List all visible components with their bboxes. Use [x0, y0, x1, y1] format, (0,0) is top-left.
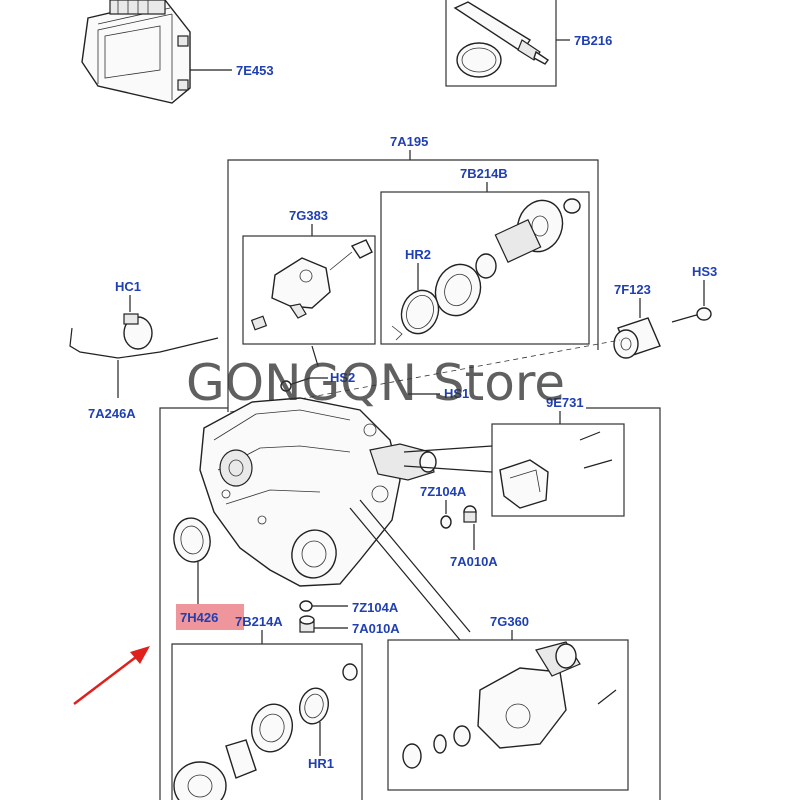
transfer-case-housing[interactable] [199, 397, 437, 587]
plug-7A010A-top[interactable] [463, 505, 477, 523]
bolt-HS2[interactable] [280, 377, 311, 392]
actuator-7F123[interactable] [613, 317, 661, 359]
part-label-HR1[interactable]: HR1 [308, 756, 334, 771]
part-label-HS1[interactable]: HS1 [444, 386, 469, 401]
part-label-7A195[interactable]: 7A195 [390, 134, 428, 149]
front-flange-kit-7B214A[interactable] [173, 663, 358, 800]
breather-pipe-7A246A[interactable] [69, 327, 219, 359]
kit-box-7B214A [171, 643, 363, 800]
control-module-7E453[interactable] [81, 0, 191, 104]
part-label-7F123[interactable]: 7F123 [614, 282, 651, 297]
part-label-HC1[interactable]: HC1 [115, 279, 141, 294]
hose-clip-HC1[interactable] [123, 313, 153, 350]
kit-box-7A195 [227, 159, 599, 412]
part-label-7A010A-bottom[interactable]: 7A010A [352, 621, 400, 636]
part-label-7A246A[interactable]: 7A246A [88, 406, 136, 421]
switch-9E731[interactable] [499, 431, 613, 509]
part-label-HS3[interactable]: HS3 [692, 264, 717, 279]
kit-box-main [159, 407, 661, 800]
part-label-7G383[interactable]: 7G383 [289, 208, 328, 223]
speed-sensor-7G383[interactable] [250, 239, 373, 331]
kit-box-7G360 [387, 639, 629, 791]
shift-motor-7G360[interactable] [402, 641, 617, 769]
highlight-7H426 [176, 604, 244, 630]
pointer-arrow [73, 646, 150, 705]
part-label-7Z104A-top[interactable]: 7Z104A [420, 484, 467, 499]
part-label-7B214B[interactable]: 7B214B [460, 166, 508, 181]
bolt-HS3[interactable] [671, 307, 712, 323]
output-flange-kit-7B214B[interactable] [391, 194, 581, 341]
part-label-7Z104A-bottom[interactable]: 7Z104A [352, 600, 399, 615]
part-label-9E731[interactable]: 9E731 [546, 395, 584, 410]
part-label-7A010A-top[interactable]: 7A010A [450, 554, 498, 569]
washer-7Z104A-bottom[interactable] [299, 600, 313, 612]
plug-7A010A-bottom[interactable] [299, 615, 315, 633]
part-label-7B214A[interactable]: 7B214A [235, 614, 283, 629]
part-label-7G360[interactable]: 7G360 [490, 614, 529, 629]
part-label-7B216[interactable]: 7B216 [574, 33, 612, 48]
washer-7Z104A-top[interactable] [440, 515, 452, 529]
kit-box-7G383 [242, 235, 376, 345]
kit-box-9E731 [491, 423, 625, 517]
part-label-HR2[interactable]: HR2 [405, 247, 431, 262]
sealant-kit-7B216[interactable] [445, 0, 557, 87]
oil-seal-7H426[interactable] [170, 515, 213, 565]
part-label-HS2[interactable]: HS2 [330, 370, 355, 385]
store-watermark: GONGQN Store [186, 354, 565, 412]
part-label-7H426[interactable]: 7H426 [180, 610, 218, 625]
kit-box-7B214B [380, 191, 590, 345]
part-label-7E453[interactable]: 7E453 [236, 63, 274, 78]
